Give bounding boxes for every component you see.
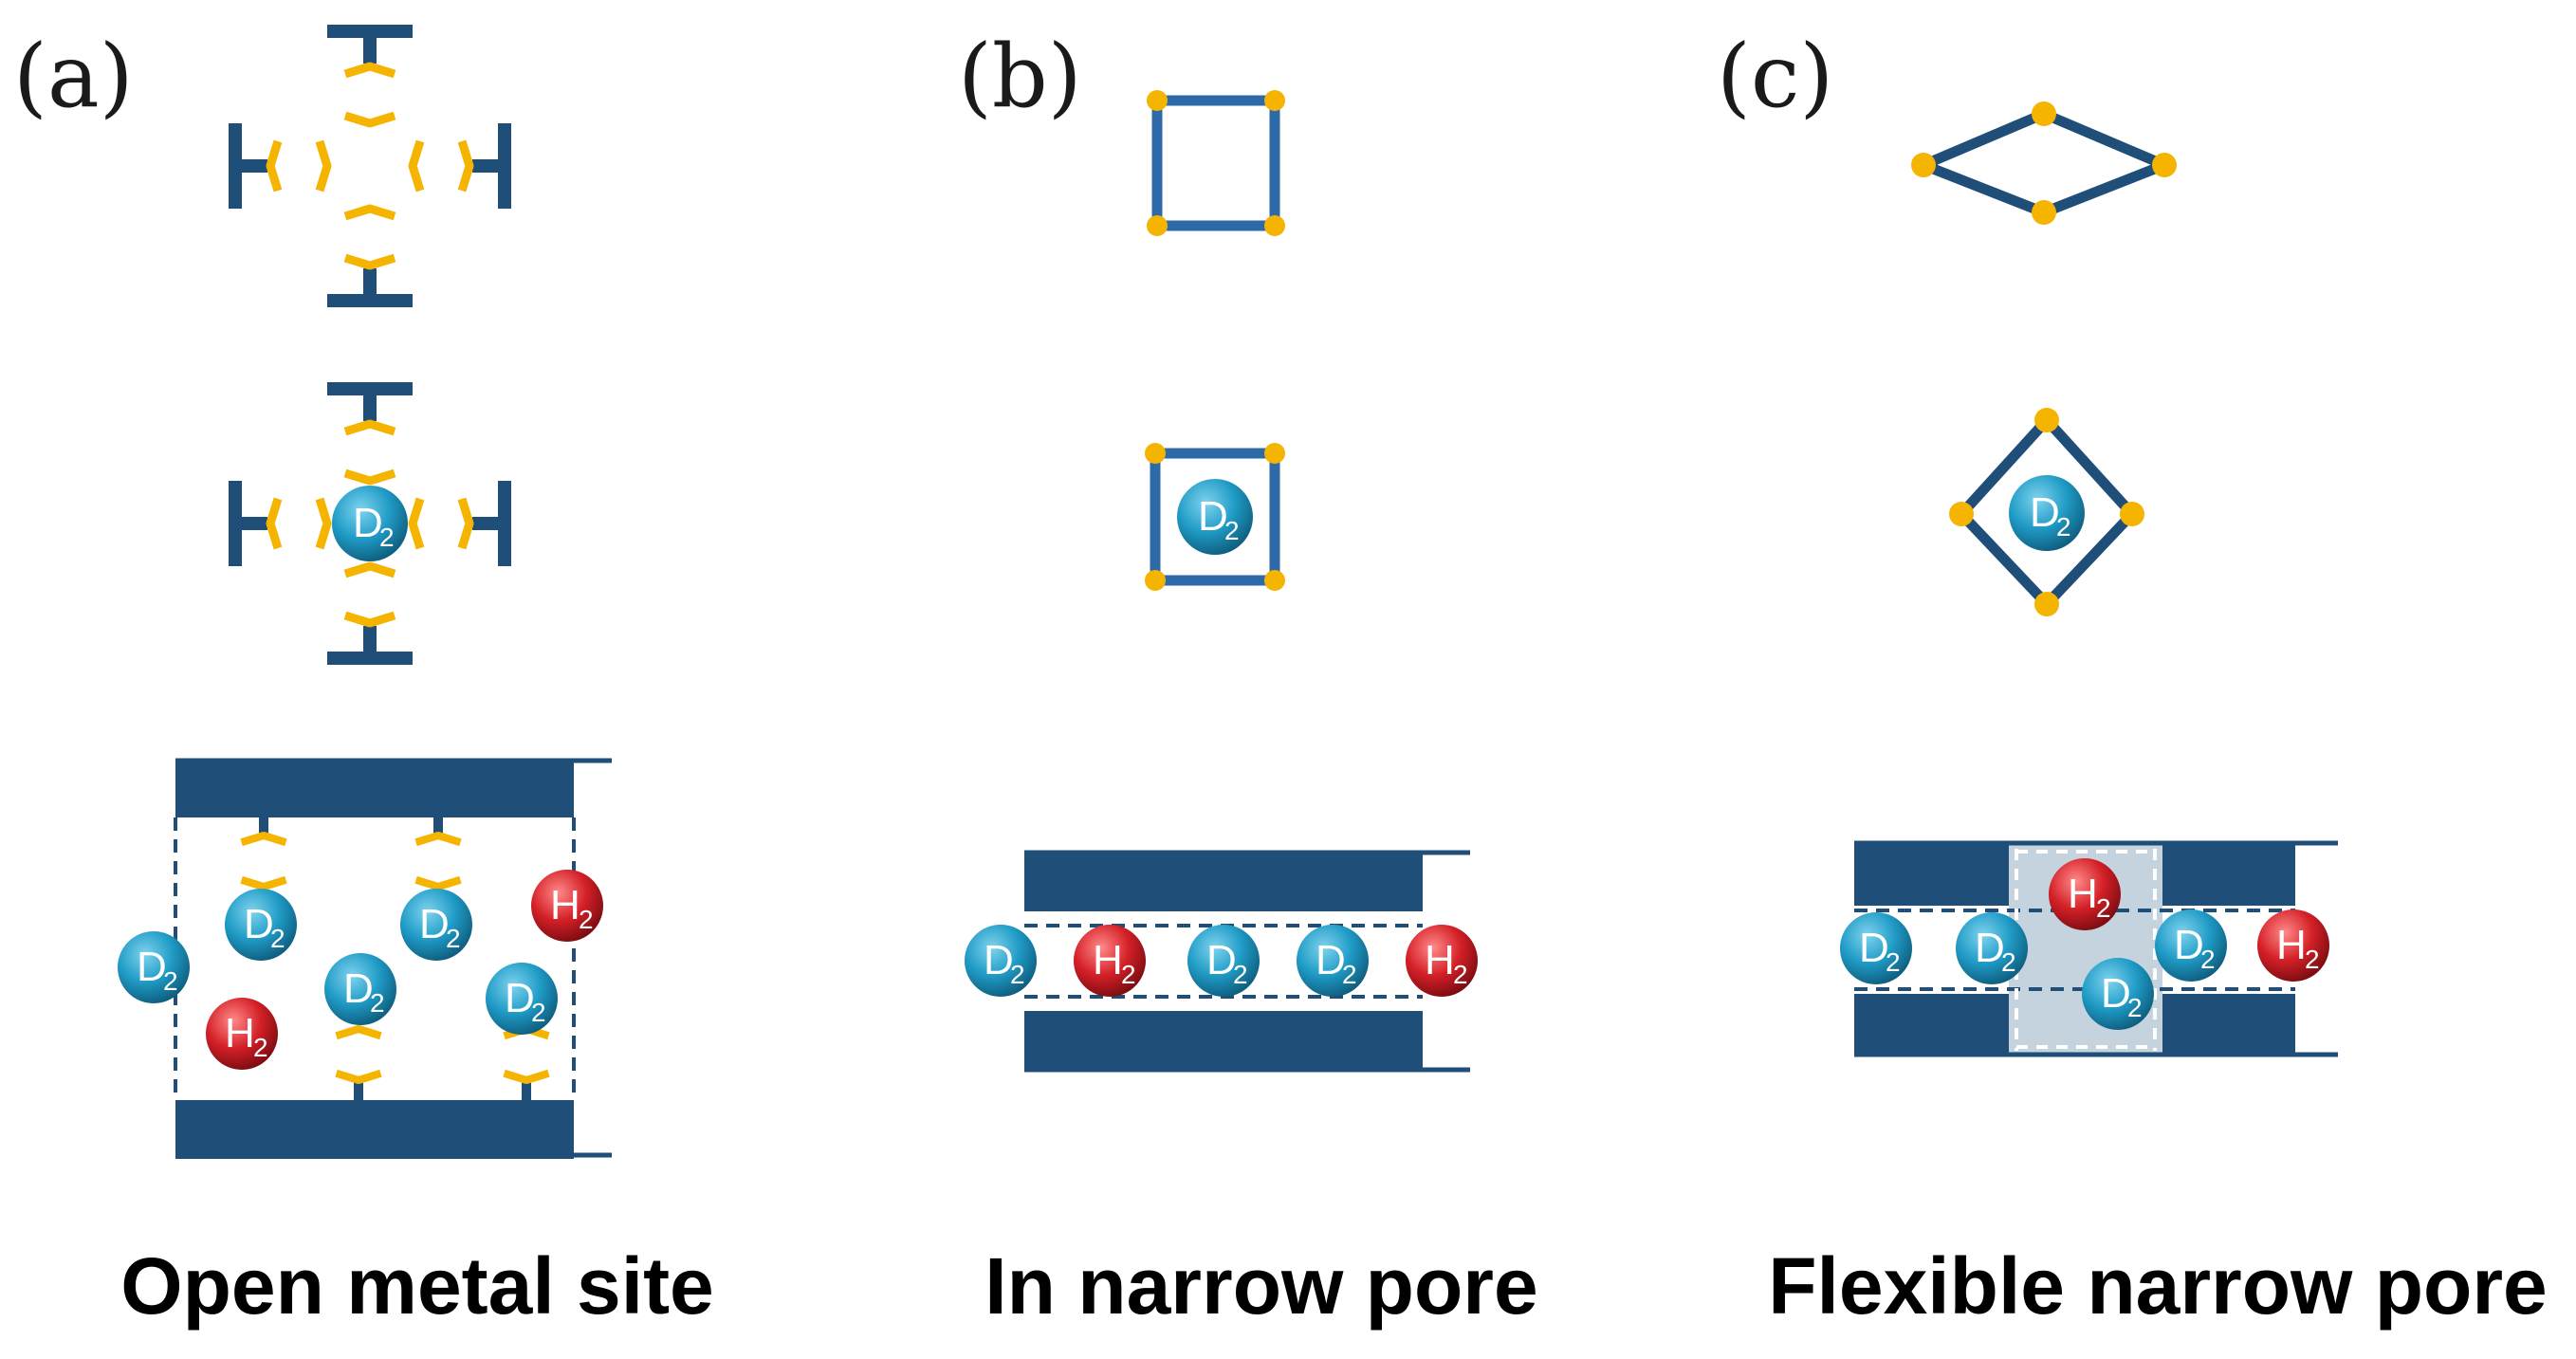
oms-node-empty	[229, 25, 511, 307]
d2-molecule: D 2	[1956, 912, 2028, 984]
d2-molecule: D 2	[324, 953, 396, 1025]
svg-text:2: 2	[2305, 945, 2320, 974]
svg-text:2: 2	[1886, 947, 1901, 977]
d2-molecule: D 2	[225, 889, 297, 961]
svg-text:2: 2	[1121, 960, 1136, 989]
svg-text:2: 2	[379, 523, 395, 552]
oms-node-with-d2	[229, 382, 511, 665]
svg-text:D: D	[1975, 925, 2005, 971]
panel-label-c: (c)	[1717, 26, 1833, 127]
svg-text:2: 2	[1224, 516, 1240, 545]
svg-text:2: 2	[2127, 993, 2143, 1022]
svg-text:D: D	[1206, 937, 1237, 983]
svg-text:D: D	[1859, 925, 1889, 971]
svg-text:2: 2	[1233, 960, 1248, 989]
oms-channel	[174, 758, 612, 1159]
rhombus-pore-open	[1911, 101, 2177, 225]
svg-text:2: 2	[531, 998, 546, 1027]
h2-molecule: H 2	[1074, 925, 1146, 997]
svg-text:H: H	[1425, 937, 1455, 983]
svg-text:D: D	[2101, 970, 2131, 1017]
d2-molecule: D 2	[486, 963, 558, 1035]
svg-text:D: D	[343, 965, 374, 1012]
svg-text:2: 2	[1342, 960, 1357, 989]
svg-text:D: D	[2174, 922, 2204, 968]
svg-text:D: D	[419, 901, 450, 947]
svg-text:D: D	[505, 975, 535, 1021]
svg-text:D: D	[244, 901, 274, 947]
panel-label-b: (b)	[958, 26, 1082, 127]
d2-molecule: D 2	[1840, 912, 1912, 984]
d2-molecule: D 2	[332, 486, 408, 561]
panel-label-a: (a)	[13, 26, 134, 127]
d2-molecule: D 2	[1187, 925, 1260, 997]
svg-text:H: H	[550, 882, 580, 928]
svg-text:H: H	[225, 1010, 255, 1056]
svg-text:2: 2	[2001, 947, 2016, 977]
d2-molecule: D 2	[118, 931, 190, 1003]
svg-text:H: H	[1093, 937, 1123, 983]
square-pore-empty	[1147, 90, 1285, 236]
svg-text:D: D	[984, 937, 1014, 983]
svg-text:H: H	[2068, 871, 2098, 917]
caption-in-narrow-pore: In narrow pore	[984, 1241, 1537, 1331]
svg-text:2: 2	[253, 1033, 268, 1062]
svg-text:2: 2	[370, 988, 385, 1018]
h2-molecule: H 2	[531, 870, 603, 942]
svg-text:2: 2	[163, 966, 178, 996]
svg-text:D: D	[2030, 489, 2060, 536]
d2-molecule: D 2	[400, 889, 472, 961]
svg-text:2: 2	[2096, 893, 2111, 923]
svg-text:2: 2	[1010, 960, 1025, 989]
caption-open-metal-site: Open metal site	[120, 1241, 714, 1331]
h2-molecule: H 2	[2049, 858, 2121, 930]
svg-text:D: D	[1316, 937, 1346, 983]
svg-text:D: D	[137, 944, 167, 990]
svg-text:2: 2	[2200, 945, 2216, 974]
svg-text:2: 2	[2056, 512, 2071, 542]
d2-molecule: D 2	[1297, 925, 1369, 997]
h2-molecule: H 2	[1406, 925, 1478, 997]
d2-molecule: D 2	[1177, 479, 1253, 555]
panel-b	[1024, 90, 1470, 1073]
h2-molecule: H 2	[206, 998, 278, 1070]
svg-text:2: 2	[446, 924, 461, 953]
d2-molecule: D 2	[2082, 958, 2154, 1030]
svg-text:H: H	[2276, 922, 2307, 968]
svg-text:2: 2	[579, 905, 594, 934]
svg-text:2: 2	[1453, 960, 1468, 989]
svg-text:D: D	[1198, 493, 1228, 540]
d2-molecule: D 2	[2155, 909, 2227, 982]
h2-molecule: H 2	[2257, 909, 2329, 982]
square-pore-with-d2	[1145, 443, 1285, 591]
d2-molecule: D 2	[965, 925, 1037, 997]
d2-molecule: D 2	[2009, 475, 2085, 551]
svg-text:D: D	[353, 500, 383, 546]
caption-flexible-narrow-pore: Flexible narrow pore	[1768, 1241, 2548, 1331]
svg-text:2: 2	[270, 924, 285, 953]
rhombus-pore-with-d2	[1949, 408, 2144, 616]
